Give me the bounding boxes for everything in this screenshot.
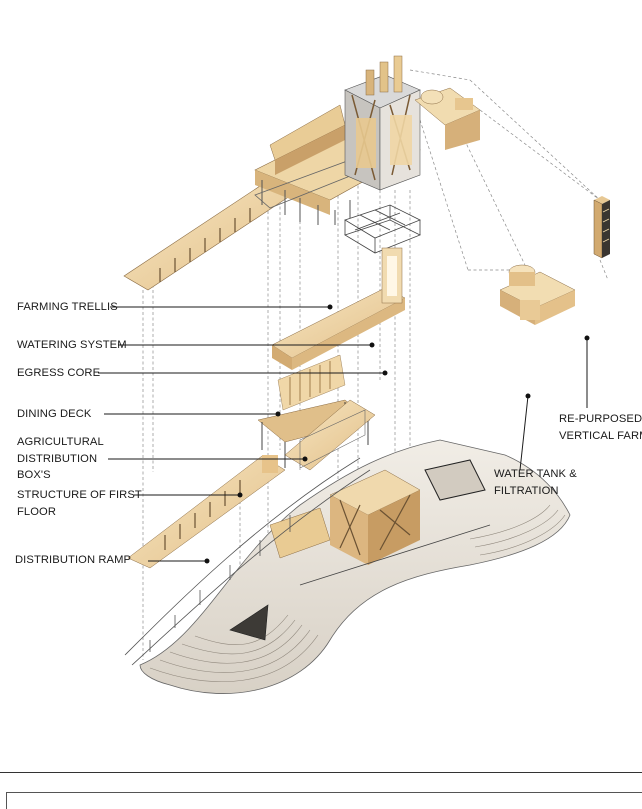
label-egress-core: EGRESS CORE bbox=[17, 367, 101, 379]
bottom-frame bbox=[6, 792, 642, 809]
leader-lines bbox=[98, 306, 588, 562]
truss-frame bbox=[344, 204, 421, 254]
water-tank-module bbox=[499, 264, 576, 325]
label-line: DISTRIBUTION bbox=[17, 452, 98, 465]
label-line: FLOOR bbox=[17, 505, 57, 518]
label-agricultural-distribution: AGRICULTURAL DISTRIBUTION BOX'S bbox=[17, 434, 104, 484]
label-distribution-ramp: DISTRIBUTION RAMP bbox=[15, 554, 132, 566]
label-farming-trellis: FARMING TRELLIS bbox=[17, 301, 118, 313]
label-line: RE-PURPOSED bbox=[559, 413, 642, 425]
divider-line bbox=[0, 772, 642, 773]
ground-base bbox=[124, 439, 571, 694]
label-line: STRUCTURE OF FIRST bbox=[17, 489, 142, 501]
leader-dots bbox=[204, 304, 590, 564]
upper-floor-assembly bbox=[123, 55, 481, 291]
label-line: AGRICULTURAL bbox=[17, 436, 104, 448]
label-line: WATER TANK & bbox=[494, 468, 577, 480]
label-line: VERTICAL FARM bbox=[559, 429, 642, 442]
middle-layers bbox=[127, 247, 406, 569]
projection-lines bbox=[142, 69, 609, 660]
vertical-farm-tower bbox=[593, 196, 610, 259]
label-watering-system: WATERING SYSTEM bbox=[17, 339, 127, 351]
label-structure-first-floor: STRUCTURE OF FIRST FLOOR bbox=[17, 487, 142, 520]
label-line: BOX'S bbox=[17, 469, 51, 481]
upper-ramp bbox=[123, 185, 291, 291]
label-water-tank-filtration: WATER TANK & FILTRATION bbox=[494, 466, 577, 499]
label-line: FILTRATION bbox=[494, 484, 559, 497]
label-repurposed-vertical-farm: RE-PURPOSED VERTICAL FARM bbox=[559, 411, 642, 444]
label-dining-deck: DINING DECK bbox=[17, 408, 92, 420]
